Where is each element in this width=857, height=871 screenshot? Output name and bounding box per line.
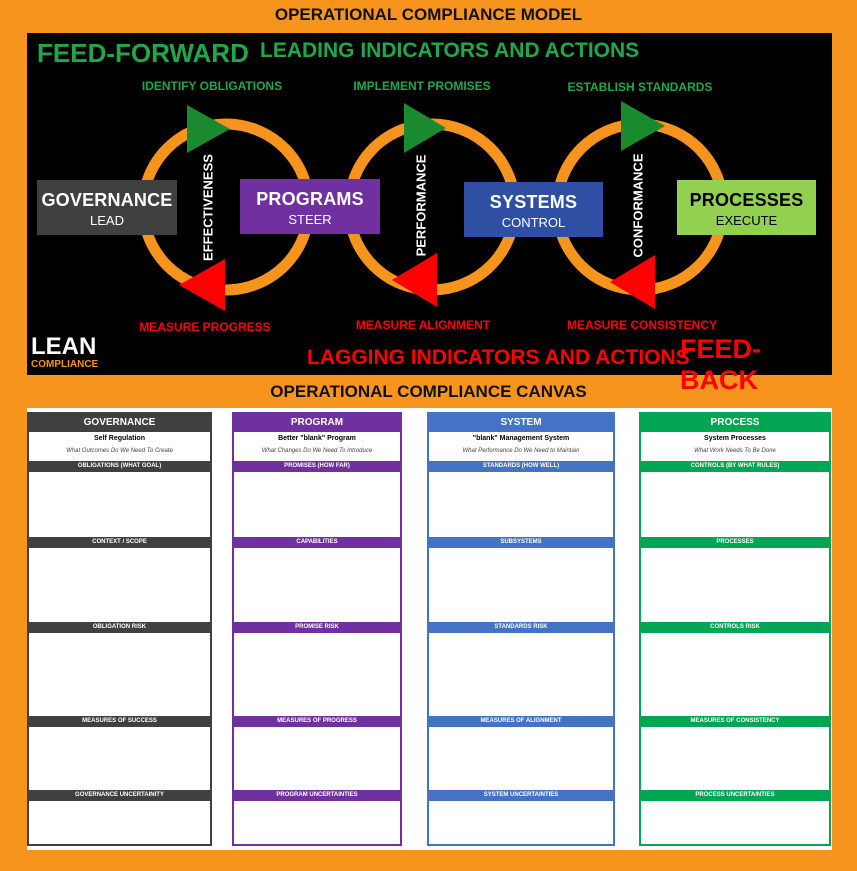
column-subtitle: Better "blank" Program — [278, 435, 356, 442]
section-header: CONTEXT / SCOPE — [29, 537, 210, 548]
box-systems: SYSTEMS CONTROL — [464, 182, 603, 237]
bottom-label-2: MEASURE ALIGNMENT — [355, 318, 491, 332]
canvas-column-system: SYSTEM "blank" Management System What Pe… — [427, 412, 615, 846]
canvas-column-governance: GOVERNANCE Self Regulation What Outcomes… — [27, 412, 212, 846]
section-header: OBLIGATIONS (WHAT GOAL) — [29, 461, 210, 472]
forward-arrow-1 — [187, 105, 230, 153]
box-programs-title: PROGRAMS — [256, 189, 364, 209]
bottom-label-1: MEASURE PROGRESS — [139, 320, 271, 334]
logo-compliance: COMPLIANCE — [31, 359, 99, 370]
box-processes: PROCESSES EXECUTE — [677, 180, 816, 235]
box-systems-sub: CONTROL — [501, 215, 566, 230]
column-header: GOVERNANCE — [29, 414, 210, 432]
back-arrow-3 — [610, 255, 655, 309]
section-header: MEASURES OF CONSISTENCY — [641, 716, 829, 727]
column-header: SYSTEM — [429, 414, 613, 432]
section-header: PROCESSES — [641, 537, 829, 548]
section-header: PROMISE RISK — [234, 622, 400, 633]
top-label-3: ESTABLISH STANDARDS — [567, 80, 713, 94]
column-subtitle: "blank" Management System — [472, 435, 570, 442]
feed-back-label: FEED-BACK — [680, 334, 761, 395]
column-subtitle: System Processes — [704, 435, 766, 442]
model-title: OPERATIONAL COMPLIANCE MODEL — [274, 5, 583, 24]
section-header: MEASURES OF SUCCESS — [29, 716, 210, 727]
canvas-column-program: PROGRAM Better "blank" Program What Chan… — [232, 412, 402, 846]
logo-lean: LEAN — [31, 333, 97, 360]
column-question: What Performance Do We Need to Maintain — [462, 448, 580, 454]
section-header: CAPABILITIES — [234, 537, 400, 548]
lagging-indicators-label: LAGGING INDICATORS AND ACTIONS — [307, 346, 690, 369]
section-header: CONTROLS RISK — [641, 622, 829, 633]
canvas-column-process: PROCESS System Processes What Work Needs… — [639, 412, 831, 846]
column-question: What Work Needs To Be Done — [694, 448, 776, 454]
section-header: GOVERNANCE UNCERTAINITY — [29, 790, 210, 801]
box-processes-title: PROCESSES — [689, 190, 804, 210]
top-label-1: IDENTIFY OBLIGATIONS — [141, 79, 283, 93]
column-question: What Changes Do We Need To Introduce — [261, 448, 373, 454]
section-header: MEASURES OF PROGRESS — [234, 716, 400, 727]
column-question: What Outcomes Do We Need To Create — [66, 448, 173, 454]
box-programs: PROGRAMS STEER — [240, 179, 380, 234]
box-processes-sub: EXECUTE — [715, 213, 778, 228]
back-arrow-2 — [392, 253, 437, 307]
section-header: MEASURES OF ALIGNMENT — [429, 716, 613, 727]
compliance-model-diagram: FEED-FORWARD LEADING INDICATORS AND ACTI… — [27, 33, 832, 395]
column-header: PROCESS — [641, 414, 829, 432]
section-header: PROCESS UNCERTAINTIES — [641, 790, 829, 801]
back-arrow-1 — [179, 259, 225, 311]
column-header: PROGRAM — [234, 414, 400, 432]
section-header: SYSTEM UNCERTAINTIES — [429, 790, 613, 801]
box-governance-sub: LEAD — [90, 213, 124, 228]
canvas-title: OPERATIONAL COMPLIANCE CANVAS — [270, 382, 587, 401]
section-header: STANDARDS RISK — [429, 622, 613, 633]
loop-label-performance: PERFORMANCE — [413, 154, 429, 257]
top-label-2: IMPLEMENT PROMISES — [353, 79, 491, 93]
column-subtitle: Self Regulation — [94, 435, 145, 442]
section-header: PROMISES (HOW FAR) — [234, 461, 400, 472]
forward-arrow-2 — [404, 103, 446, 153]
feed-forward-label: FEED-FORWARD — [37, 38, 249, 68]
box-programs-sub: STEER — [288, 212, 332, 227]
section-header: CONTROLS (BY WHAT RULES) — [641, 461, 829, 472]
forward-arrow-3 — [621, 101, 665, 151]
leading-indicators-label: LEADING INDICATORS AND ACTIONS — [260, 39, 640, 62]
loop-label-conformance: CONFORMANCE — [630, 153, 646, 258]
box-governance-title: GOVERNANCE — [41, 190, 173, 210]
loop-label-effectiveness: EFFECTIVENESS — [200, 154, 216, 261]
section-header: OBLIGATION RISK — [29, 622, 210, 633]
bottom-label-3: MEASURE CONSISTENCY — [566, 318, 718, 332]
section-header: PROGRAM UNCERTAINTIES — [234, 790, 400, 801]
section-header: STANDARDS (HOW WELL) — [429, 461, 613, 472]
lean-compliance-logo: LEAN COMPLIANCE — [31, 333, 99, 371]
box-systems-title: SYSTEMS — [489, 192, 578, 212]
box-governance: GOVERNANCE LEAD — [37, 180, 177, 235]
section-header: SUBSYSTEMS — [429, 537, 613, 548]
